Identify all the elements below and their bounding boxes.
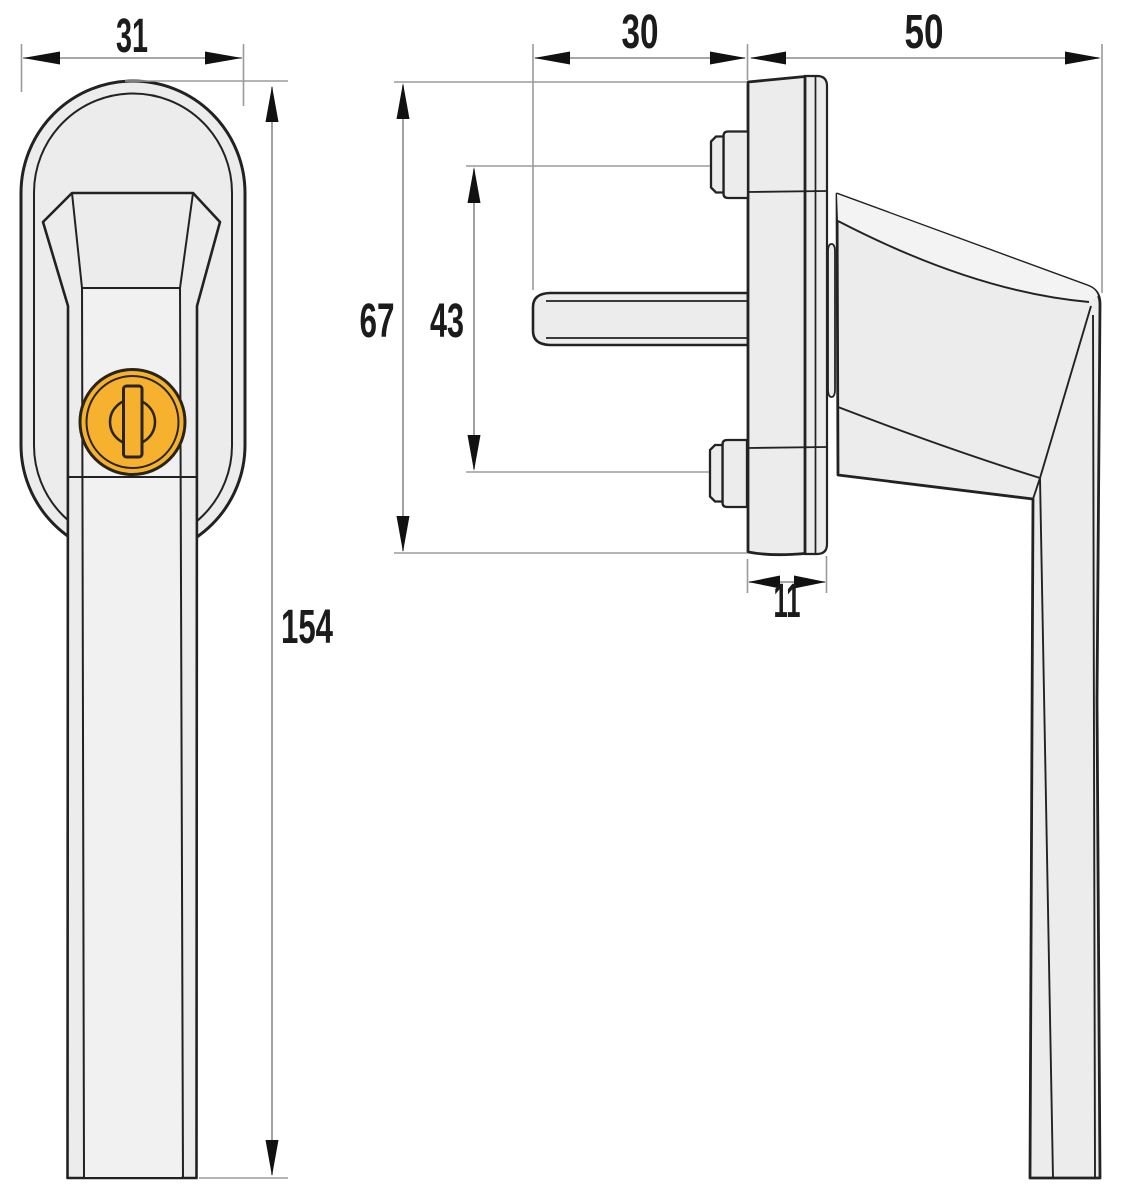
screw-collar bbox=[721, 438, 749, 509]
dim-label-screw-spacing: 43 bbox=[430, 295, 464, 348]
screw-head bbox=[708, 443, 724, 503]
dim-label-handle-length: 154 bbox=[281, 601, 333, 654]
dimension-arrowheads bbox=[23, 51, 1101, 1176]
fixing-screw-bottom bbox=[708, 438, 749, 509]
handle-bar-facet-lines bbox=[71, 192, 194, 1178]
dim-label-rosette-width: 31 bbox=[116, 10, 148, 63]
side-view bbox=[531, 74, 1102, 1180]
screw-collar bbox=[722, 130, 750, 200]
fixing-screw-top bbox=[709, 130, 750, 200]
dim-label-spindle-length: 30 bbox=[622, 6, 659, 59]
front-view bbox=[19, 79, 247, 1180]
extension-lines bbox=[20, 44, 1103, 1179]
key-cylinder-icon bbox=[78, 368, 187, 476]
keyhole-slot bbox=[122, 384, 144, 459]
handle-hub bbox=[827, 243, 836, 398]
dimension-lines bbox=[23, 57, 1099, 1175]
dim-label-grip-depth: 50 bbox=[905, 6, 944, 59]
plate-feature-lines bbox=[747, 190, 828, 449]
spindle-facet-lines bbox=[546, 300, 748, 339]
cylinder-ring bbox=[85, 375, 180, 469]
dim-label-plate-height: 67 bbox=[360, 295, 395, 348]
grip-top-facet bbox=[837, 194, 1098, 302]
dimension-annotations: 31 30 50 67 43 154 11 bbox=[20, 6, 1103, 1179]
screw-head bbox=[709, 135, 725, 194]
rosette-plate-side bbox=[746, 75, 807, 557]
dim-label-plate-thickness: 11 bbox=[774, 575, 801, 628]
grip-side bbox=[835, 192, 1102, 1180]
grip-facet-lines bbox=[837, 220, 1096, 1179]
spindle bbox=[531, 291, 750, 347]
